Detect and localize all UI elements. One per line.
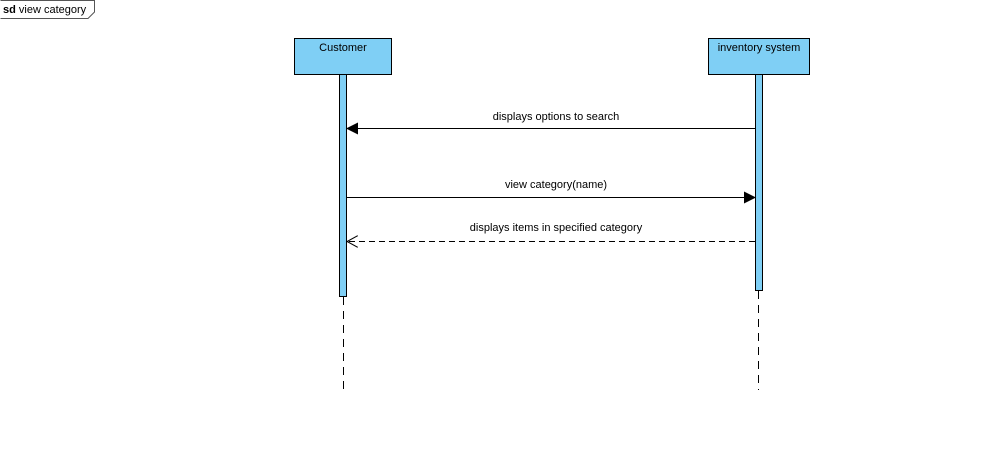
frame-keyword: sd	[3, 4, 16, 16]
activation-customer	[339, 74, 347, 297]
message-1-label: displays options to search	[493, 111, 620, 123]
lifeline-customer-name: Customer	[319, 42, 367, 54]
lifeline-inventory-name: inventory system	[718, 42, 801, 54]
message-view-category[interactable]: view category(name)	[347, 179, 756, 204]
message-displays-options[interactable]: displays options to search	[346, 111, 755, 135]
message-displays-items[interactable]: displays items in specified category	[347, 222, 755, 242]
message-3-label: displays items in specified category	[470, 222, 643, 234]
frame-tab: sd view category	[0, 0, 95, 19]
activation-inventory	[755, 74, 763, 291]
message-2-label: view category(name)	[505, 179, 607, 191]
frame-title: sd view category	[3, 4, 87, 16]
frame-name: view category	[19, 4, 87, 16]
lifeline-inventory-system[interactable]: inventory system	[708, 38, 810, 391]
lifeline-customer[interactable]: Customer	[294, 38, 392, 391]
